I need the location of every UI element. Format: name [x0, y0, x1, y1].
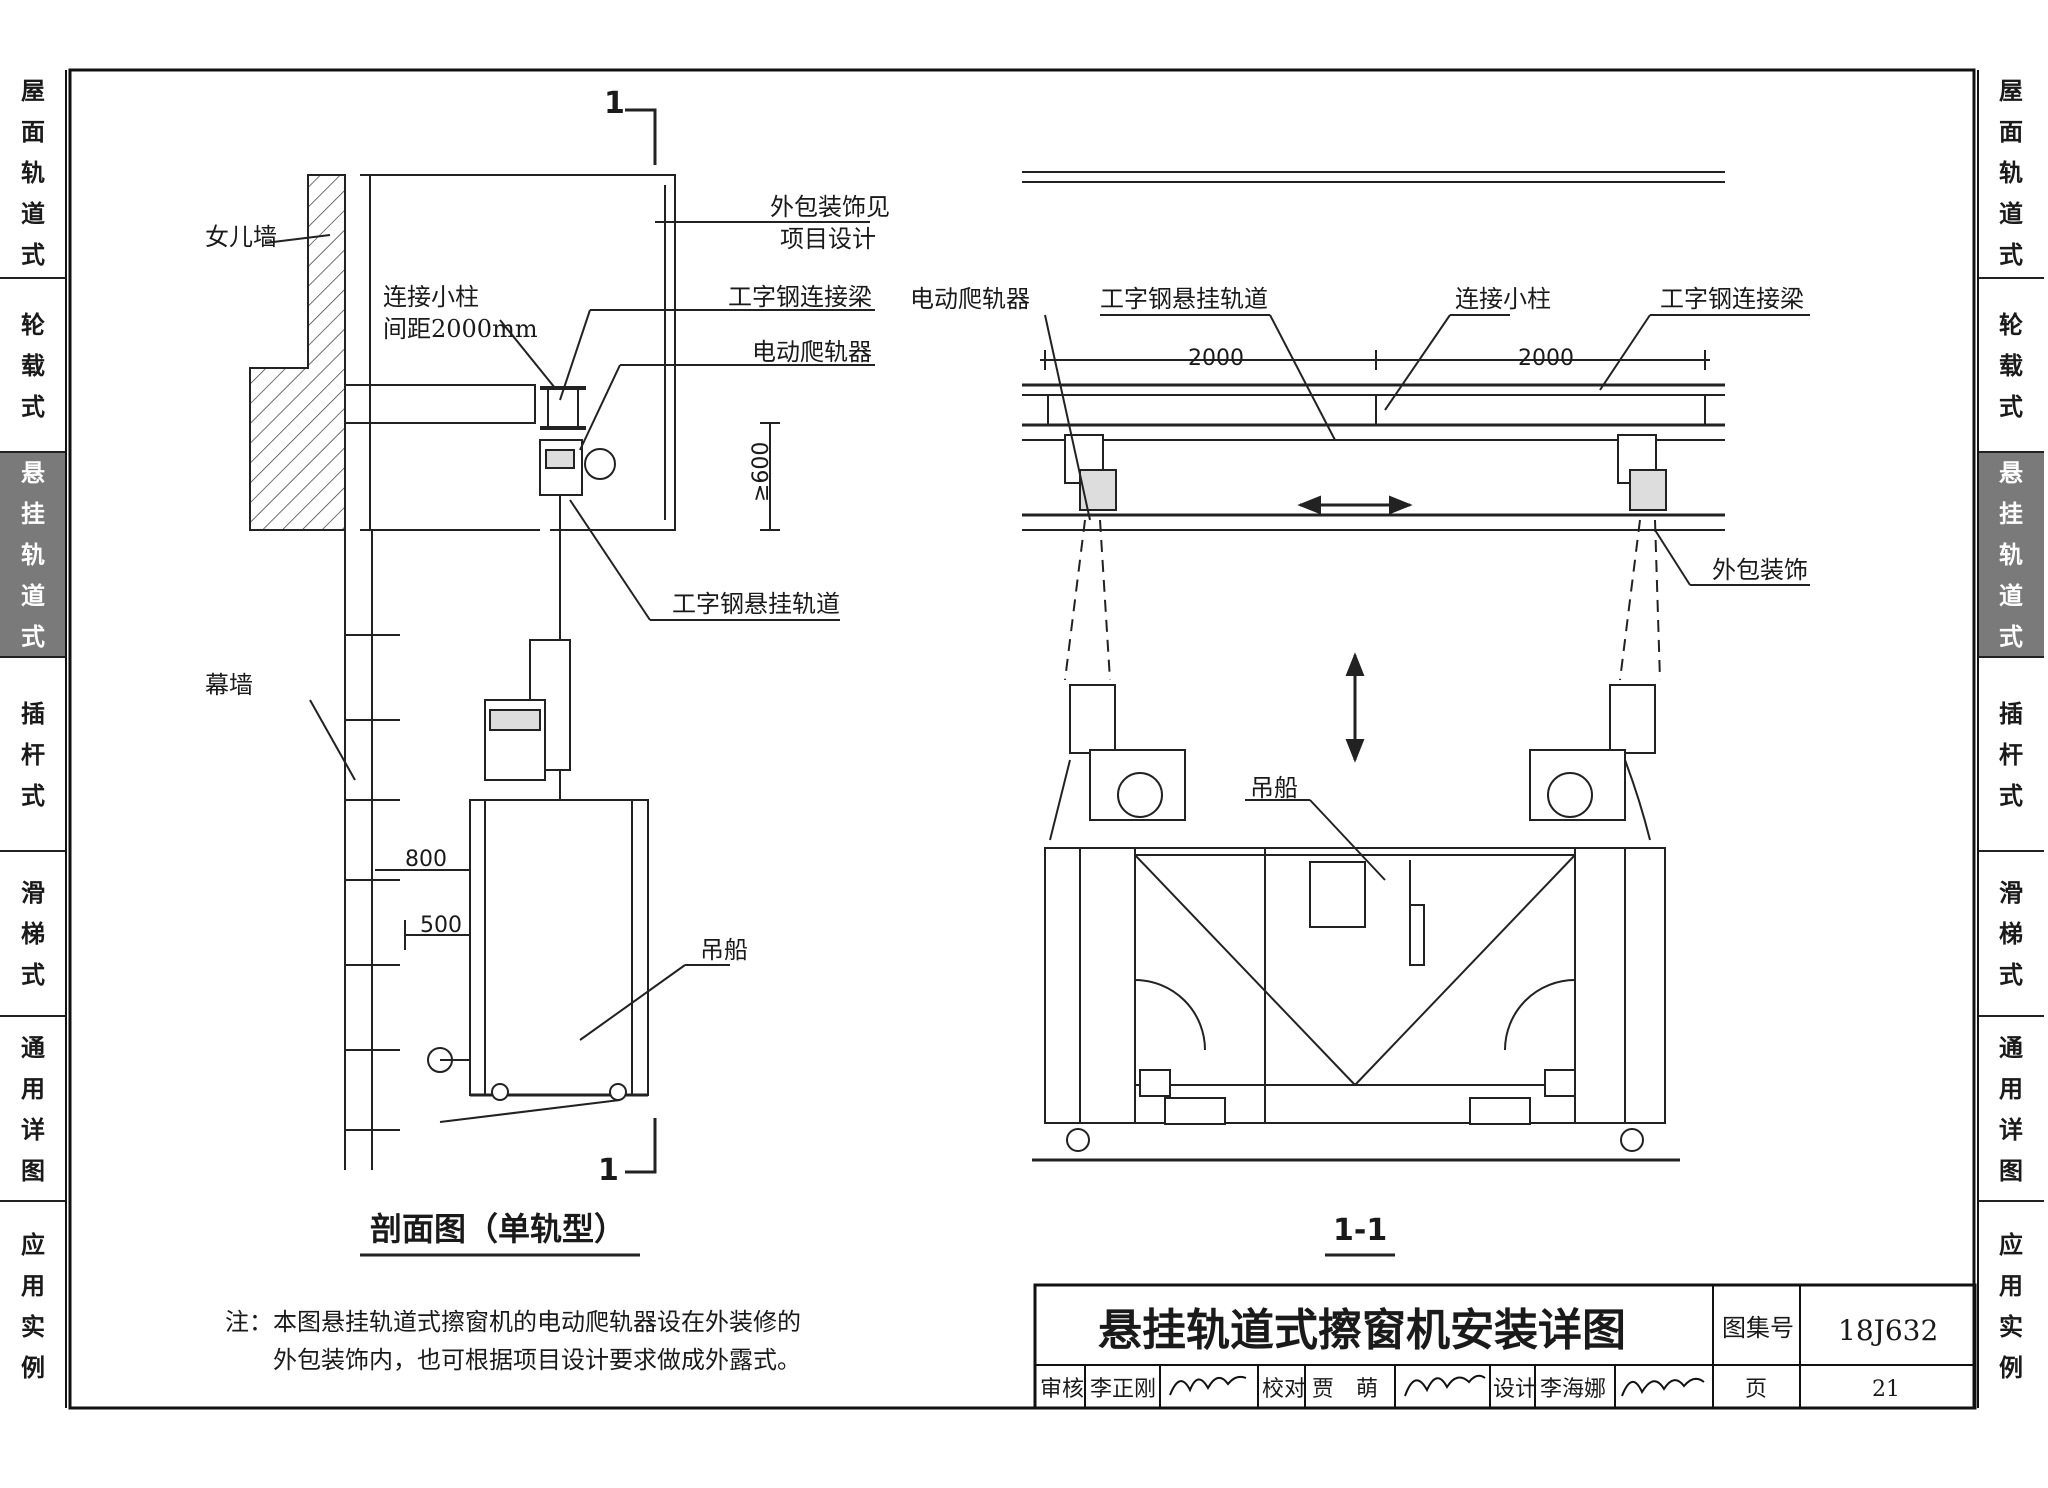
cut-mark-top [625, 108, 657, 165]
page-number: 21 [1872, 1377, 1900, 1402]
label-cladding-elev: 外包装饰 [1712, 556, 1808, 584]
elevation-view [1022, 171, 1810, 1257]
label-cladding-line2: 项目设计 [780, 225, 876, 253]
review-signature [1169, 1375, 1247, 1396]
cut-mark-top-number: 1 [604, 86, 625, 121]
side-tab-4[interactable]: 滑 梯 式 [1978, 850, 2044, 1017]
side-tab-5[interactable]: 通 用 详 图 [0, 1015, 66, 1202]
side-tab-2[interactable]: 悬 挂 轨 道 式 [0, 451, 66, 658]
side-tab-3[interactable]: 插 杆 式 [0, 656, 66, 852]
elevation-caption: 1-1 [1333, 1213, 1387, 1248]
cut-mark-bottom-number: 1 [598, 1153, 619, 1188]
label-gondola-elev: 吊船 [1250, 774, 1298, 802]
hoist-left [1049, 684, 1186, 841]
dim-span-left: 2000 [1188, 346, 1244, 371]
label-gondola-left: 吊船 [700, 936, 748, 964]
review-label: 审核 [1040, 1377, 1084, 1402]
label-cladding-line1: 外包装饰见 [770, 193, 890, 221]
curtain-wall-brackets [345, 634, 400, 1131]
label-i-beam-elev: 工字钢连接梁 [1660, 285, 1804, 313]
dim-span-right: 2000 [1518, 346, 1574, 371]
design-label: 设计 [1493, 1377, 1537, 1402]
crawler-left [1064, 434, 1117, 511]
right-tab-column: 屋 面 轨 道 式轮 载 式悬 挂 轨 道 式插 杆 式滑 梯 式通 用 详 图… [1978, 70, 2044, 1410]
atlas-label: 图集号 [1722, 1314, 1794, 1342]
review-name: 李正刚 [1090, 1377, 1156, 1402]
check-signature [1404, 1374, 1486, 1397]
label-post-elev: 连接小柱 [1455, 285, 1551, 313]
label-track-elev: 工字钢悬挂轨道 [1100, 285, 1268, 313]
cut-mark-bottom [625, 1118, 657, 1174]
side-tab-5[interactable]: 通 用 详 图 [1978, 1015, 2044, 1202]
label-curtain-wall: 幕墙 [205, 671, 253, 699]
drawing-frame [68, 68, 1976, 1410]
label-i-beam: 工字钢连接梁 [728, 283, 872, 311]
side-tab-0[interactable]: 屋 面 轨 道 式 [21, 77, 45, 269]
atlas-number: 18J632 [1838, 1314, 1938, 1347]
dim-800: 800 [405, 847, 447, 872]
design-signature [1621, 1377, 1705, 1397]
pendant-control [1409, 904, 1425, 966]
side-tab-6[interactable]: 应 用 实 例 [0, 1200, 66, 1412]
cladding-box [360, 174, 676, 531]
side-tab-1[interactable]: 轮 载 式 [1978, 277, 2044, 453]
note-line2: 外包装饰内，也可根据项目设计要求做成外露式。 [273, 1346, 801, 1374]
label-post-line1: 连接小柱 [383, 283, 479, 311]
check-label: 校对 [1262, 1377, 1306, 1402]
left-tab-column: 屋 面 轨 道 式轮 载 式悬 挂 轨 道 式插 杆 式滑 梯 式通 用 详 图… [0, 70, 66, 1410]
roof-beam [344, 384, 536, 424]
design-name: 李海娜 [1540, 1377, 1606, 1402]
side-tab-4[interactable]: 滑 梯 式 [0, 850, 66, 1017]
crawler-right [1617, 434, 1667, 511]
side-tab-6[interactable]: 应 用 实 例 [1978, 1200, 2044, 1412]
side-tab-3[interactable]: 插 杆 式 [1978, 656, 2044, 852]
note-line1: 注：本图悬挂轨道式擦窗机的电动爬轨器设在外装修的 [225, 1308, 801, 1336]
label-track: 工字钢悬挂轨道 [672, 590, 840, 618]
gondola-section [469, 799, 649, 1096]
section-caption: 剖面图（单轨型） [370, 1210, 626, 1248]
dim-clearance: ≥600 [749, 442, 774, 502]
check-name: 贾 萌 [1312, 1377, 1378, 1402]
parapet-wall [249, 174, 346, 531]
hoist-right [1529, 684, 1656, 841]
title-block [1033, 1283, 1977, 1410]
control-box [1309, 861, 1366, 928]
label-parapet: 女儿墙 [205, 223, 277, 251]
label-crawler-elev: 电动爬轨器 [910, 285, 1030, 313]
page-label: 页 [1745, 1377, 1767, 1402]
label-crawler: 电动爬轨器 [752, 338, 872, 366]
side-tab-1[interactable]: 轮 载 式 [0, 277, 66, 453]
label-post-line2: 间距2000mm [383, 315, 538, 343]
side-tab-2[interactable]: 悬 挂 轨 道 式 [1978, 451, 2044, 658]
side-tab-0[interactable]: 屋 面 轨 道 式 [1999, 77, 2023, 269]
section-view [249, 108, 875, 1257]
dim-500: 500 [420, 913, 462, 938]
sheet-title: 悬挂轨道式擦窗机安装详图 [1098, 1305, 1626, 1356]
